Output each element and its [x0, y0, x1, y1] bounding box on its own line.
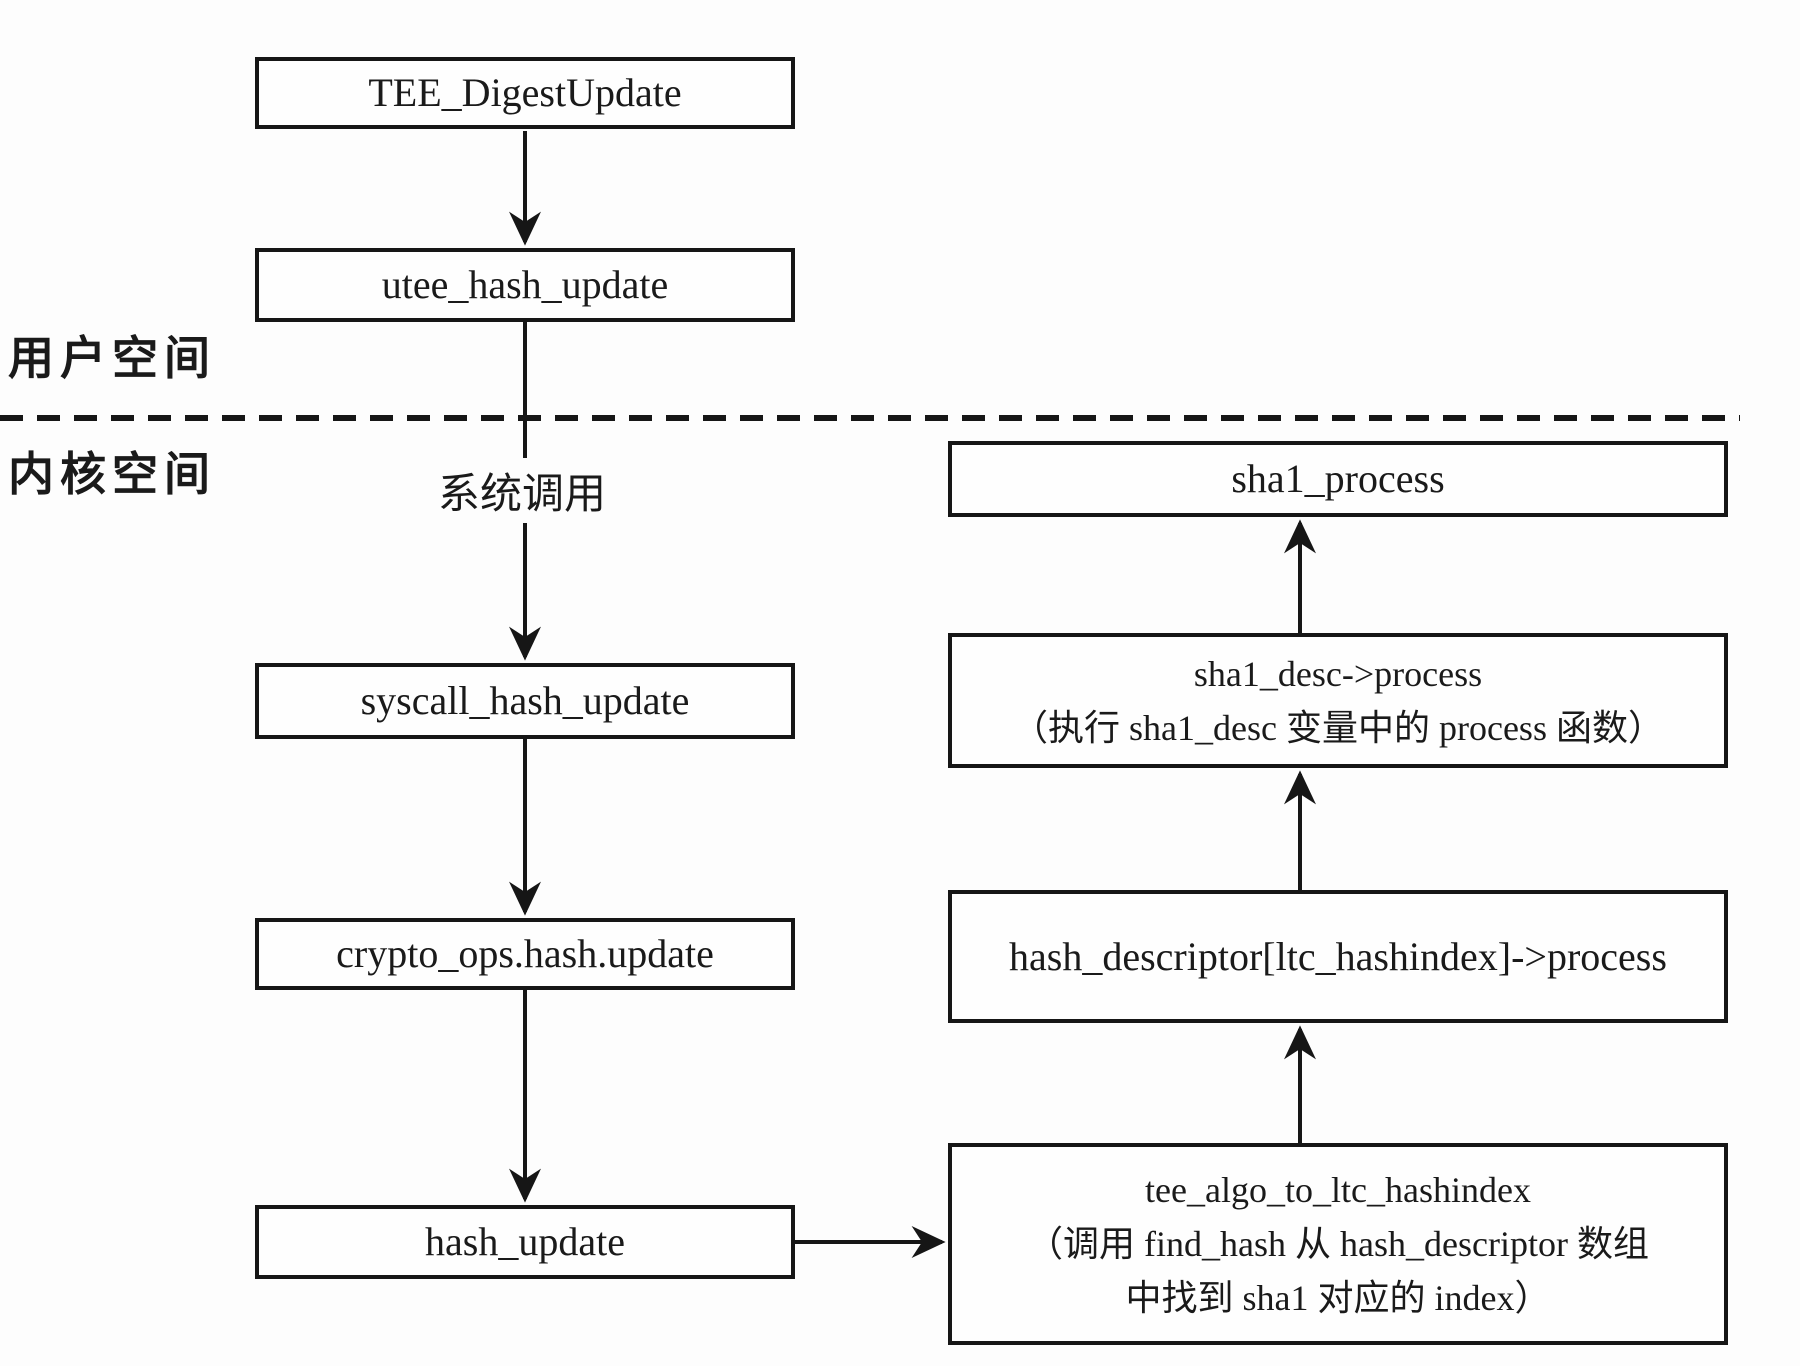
node-utee-hash-update: utee_hash_update — [255, 248, 795, 322]
node-label-line1: sha1_desc->process — [1193, 653, 1483, 694]
node-label: sha1_process — [1231, 456, 1445, 501]
node-sha1-process: sha1_process — [948, 441, 1728, 517]
node-tee-algo-to-ltc-hashindex: tee_algo_to_ltc_hashindex （调用 find_hash … — [948, 1143, 1728, 1345]
node-syscall-hash-update: syscall_hash_update — [255, 663, 795, 739]
node-sha1-desc-process: sha1_desc->process （执行 sha1_desc 变量中的 pr… — [948, 633, 1728, 768]
node-label: TEE_DigestUpdate — [368, 70, 682, 115]
node-label: utee_hash_update — [381, 262, 669, 307]
user-space-label: 用户空间 — [8, 333, 216, 384]
syscall-edge-label: 系统调用 — [427, 458, 617, 523]
node-label: hash_update — [425, 1219, 625, 1264]
node-label: syscall_hash_update — [360, 678, 690, 723]
node-label-line2: （执行 sha1_desc 变量中的 process 函数） — [1012, 707, 1664, 748]
node-tee-digest-update: TEE_DigestUpdate — [255, 57, 795, 129]
node-hash-descriptor-process: hash_descriptor[ltc_hashindex]->process — [948, 890, 1728, 1023]
node-label-line1: tee_algo_to_ltc_hashindex — [1145, 1170, 1531, 1210]
node-label: crypto_ops.hash.update — [336, 931, 714, 976]
node-crypto-ops-hash-update: crypto_ops.hash.update — [255, 918, 795, 990]
kernel-space-label: 内核空间 — [8, 449, 216, 500]
node-hash-update: hash_update — [255, 1205, 795, 1279]
node-label: hash_descriptor[ltc_hashindex]->process — [1009, 933, 1667, 979]
node-label-line2: （调用 find_hash 从 hash_descriptor 数组 — [1027, 1224, 1649, 1264]
node-label-line3: 中找到 sha1 对应的 index） — [1125, 1278, 1551, 1318]
